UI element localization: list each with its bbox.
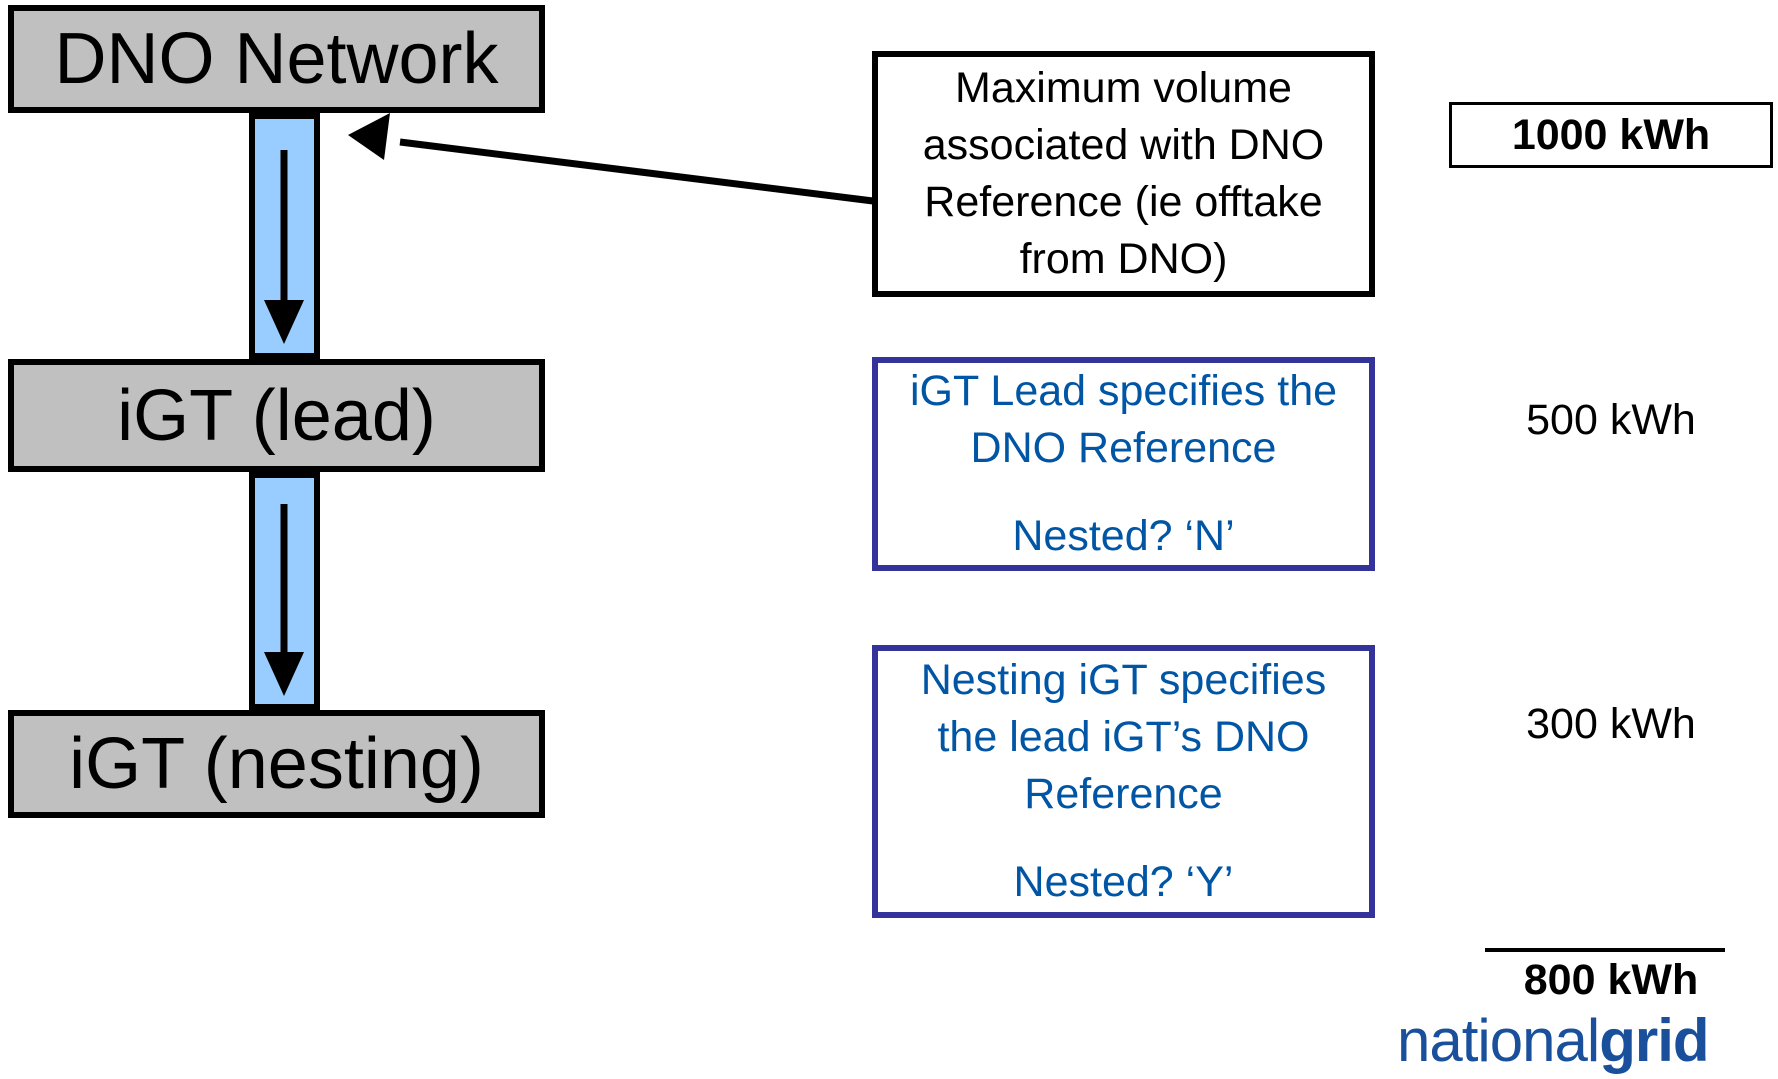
national-grid-logo: nationalgrid <box>1397 1006 1778 1079</box>
lead-note-text: iGT Lead specifies the DNO Reference <box>909 367 1338 472</box>
max-volume-text: Maximum volume associated with DNO Refer… <box>922 64 1325 283</box>
nesting-volume: 300 kWh <box>1526 700 1696 748</box>
total-volume: 800 kWh <box>1523 956 1699 1004</box>
dno-network-label: DNO Network <box>54 19 499 99</box>
lead-nested-flag: Nested? ‘N’ <box>1012 512 1235 560</box>
dno-volume-box: 1000 kWh <box>1449 102 1773 168</box>
pointer-arrow <box>348 113 874 205</box>
lead-volume: 500 kWh <box>1526 396 1696 444</box>
nesting-note-text: Nesting iGT specifies the lead iGT’s DNO… <box>920 656 1327 818</box>
igt-nesting-label: iGT (nesting) <box>69 724 484 804</box>
logo-bold-text: grid <box>1599 1007 1709 1074</box>
lead-note: iGT Lead specifies the DNO Reference Nes… <box>872 357 1375 571</box>
logo-light-text: national <box>1397 1007 1600 1074</box>
igt-lead-box: iGT (lead) <box>8 359 545 472</box>
dno-volume: 1000 kWh <box>1511 110 1711 159</box>
igt-lead-label: iGT (lead) <box>117 375 436 456</box>
max-volume-note: Maximum volume associated with DNO Refer… <box>872 51 1375 297</box>
nesting-nested-flag: Nested? ‘Y’ <box>1013 858 1234 906</box>
nesting-note: Nesting iGT specifies the lead iGT’s DNO… <box>872 645 1375 918</box>
down-arrow-2 <box>264 504 304 696</box>
dno-network-box: DNO Network <box>8 5 545 113</box>
down-arrow-1 <box>264 150 304 344</box>
igt-nesting-box: iGT (nesting) <box>8 710 545 818</box>
sum-rule <box>1485 948 1725 952</box>
